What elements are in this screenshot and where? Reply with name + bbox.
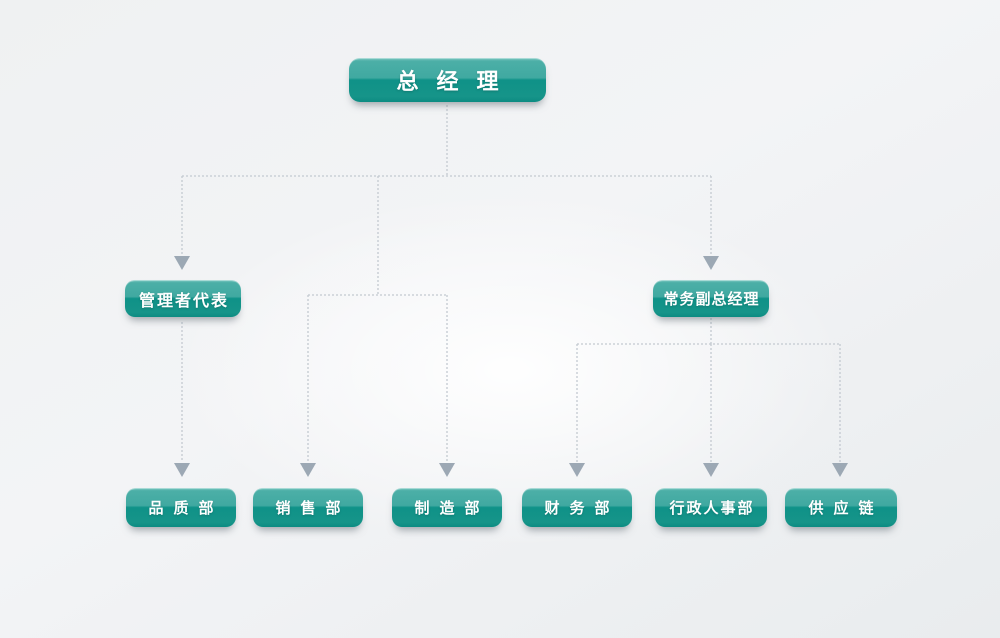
org-node-executive-deputy-gm[interactable]: 常务副总经理	[653, 280, 769, 317]
arrow-down-icon	[174, 256, 190, 270]
arrow-down-icon	[832, 463, 848, 477]
org-node-admin-hr-dept[interactable]: 行政人事部	[655, 488, 767, 527]
org-node-label: 品质部	[148, 500, 224, 517]
org-node-general-manager[interactable]: 总经理	[349, 58, 546, 102]
arrowheads	[174, 256, 848, 477]
org-node-quality-dept[interactable]: 品质部	[126, 488, 236, 527]
arrow-down-icon	[174, 463, 190, 477]
arrow-down-icon	[569, 463, 585, 477]
arrow-down-icon	[703, 463, 719, 477]
org-node-label: 行政人事部	[669, 500, 755, 517]
org-node-supply-chain[interactable]: 供应链	[785, 488, 897, 527]
org-node-label: 常务副总经理	[663, 291, 760, 308]
org-node-label: 供应链	[808, 500, 884, 517]
org-node-label: 销售部	[275, 500, 351, 517]
org-node-label: 管理者代表	[138, 292, 229, 310]
org-node-finance-dept[interactable]: 财务部	[522, 488, 632, 527]
org-node-sales-dept[interactable]: 销售部	[253, 488, 363, 527]
org-node-label: 总经理	[396, 69, 517, 94]
arrow-down-icon	[300, 463, 316, 477]
org-node-label: 制造部	[414, 500, 490, 517]
arrow-down-icon	[703, 256, 719, 270]
arrow-down-icon	[439, 463, 455, 477]
org-node-manufacturing-dept[interactable]: 制造部	[392, 488, 502, 527]
org-node-management-representative[interactable]: 管理者代表	[125, 280, 241, 317]
connector-lines	[181, 105, 841, 462]
org-node-label: 财务部	[544, 500, 620, 517]
